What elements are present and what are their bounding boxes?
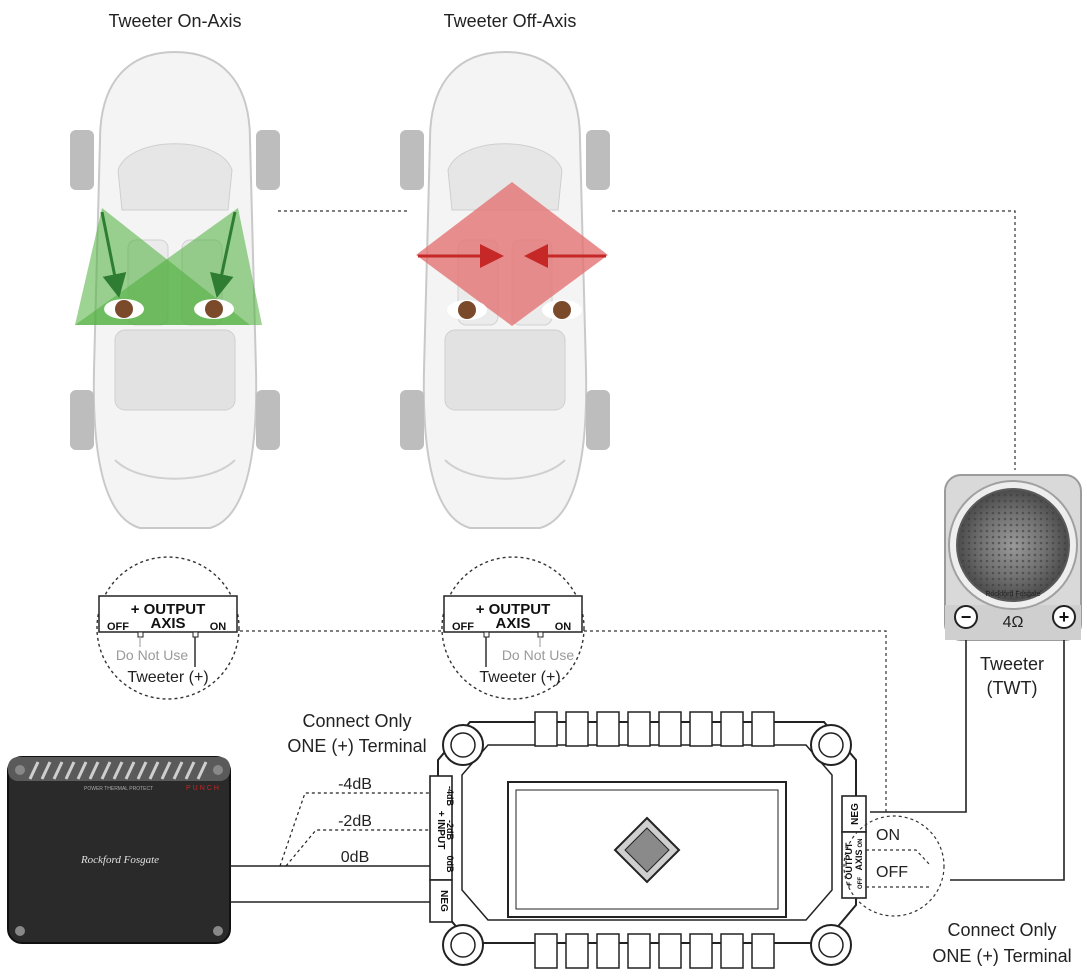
crossover-in-minus2: -2dB xyxy=(445,820,455,841)
callout-leaders xyxy=(240,630,887,815)
crossover-axis-label: AXIS xyxy=(854,849,864,870)
input-note-line2: ONE (+) Terminal xyxy=(287,736,426,756)
crossover-output-label: + OUTPUT xyxy=(844,842,854,887)
callout-off-axis-label: AXIS xyxy=(495,615,530,632)
on-axis-beams xyxy=(75,208,262,325)
off-axis-beam xyxy=(416,182,608,326)
callout-off-do-not-use: Do Not Use xyxy=(502,647,575,663)
tweeter-wires xyxy=(870,640,1065,881)
crossover-axis-off: OFF xyxy=(858,877,864,889)
crossover-neg-in: NEG xyxy=(438,890,449,912)
gain-minus2: -2dB xyxy=(338,813,372,830)
output-note-line1: Connect Only xyxy=(947,920,1056,940)
tweeter-brand: Rockford Fosgate xyxy=(985,591,1040,598)
output-note-line2: ONE (+) Terminal xyxy=(932,946,1071,966)
tweeter-impedance: 4Ω xyxy=(1003,614,1024,631)
crossover-input-label: + INPUT xyxy=(435,811,446,850)
callout-off-off: OFF xyxy=(452,621,474,633)
amp-series: PUNCH xyxy=(186,785,221,792)
amp-indicators: POWER THERMAL PROTECT xyxy=(84,786,153,792)
tweeter-label-line2: (TWT) xyxy=(987,678,1038,698)
callout-on-axis: + OUTPUT OFF AXIS ON Do Not Use Tweeter … xyxy=(96,556,240,700)
callout-off-axis: + OUTPUT OFF AXIS ON Do Not Use Tweeter … xyxy=(441,556,585,700)
callout-on-off: OFF xyxy=(107,621,129,633)
input-wires xyxy=(230,865,430,903)
tweeter-position-leader xyxy=(278,210,1016,470)
callout-on-do-not-use: Do Not Use xyxy=(116,647,189,663)
gain-0db: 0dB xyxy=(341,849,369,866)
crossover-in-0db: 0dB xyxy=(445,855,455,873)
gain-minus4: -4dB xyxy=(338,776,372,793)
callout-off-on: ON xyxy=(555,621,572,633)
output-off-label: OFF xyxy=(876,864,908,881)
crossover-in-minus4: -4dB xyxy=(445,786,455,807)
callout-off-tweeter: Tweeter (+) xyxy=(479,669,560,686)
caption-on-axis: Tweeter On-Axis xyxy=(108,11,241,31)
amplifier: POWER THERMAL PROTECT PUNCH Rockford Fos… xyxy=(7,756,231,944)
crossover-axis-on: ON xyxy=(858,839,864,848)
input-gain-options xyxy=(279,792,430,867)
callout-on-on: ON xyxy=(210,621,227,633)
output-callout: ON OFF xyxy=(843,815,945,917)
amp-brand: Rockford Fosgate xyxy=(80,854,159,866)
crossover-neg-out: NEG xyxy=(850,803,861,825)
tweeter-neg-symbol: − xyxy=(961,607,972,627)
crossover: + INPUT -4dB -2dB 0dB NEG NEG + OUTPUT A… xyxy=(429,711,867,969)
callout-off-output: + OUTPUT xyxy=(476,601,551,618)
caption-off-axis: Tweeter Off-Axis xyxy=(444,11,577,31)
tweeter: Rockford Fosgate − 4Ω + xyxy=(944,474,1082,641)
input-note-line1: Connect Only xyxy=(302,711,411,731)
callout-on-tweeter: Tweeter (+) xyxy=(127,669,208,686)
tweeter-label-line1: Tweeter xyxy=(980,654,1044,674)
callout-on-output: + OUTPUT xyxy=(131,601,206,618)
output-on-label: ON xyxy=(876,827,900,844)
tweeter-pos-symbol: + xyxy=(1059,607,1070,627)
callout-on-axis-label: AXIS xyxy=(150,615,185,632)
